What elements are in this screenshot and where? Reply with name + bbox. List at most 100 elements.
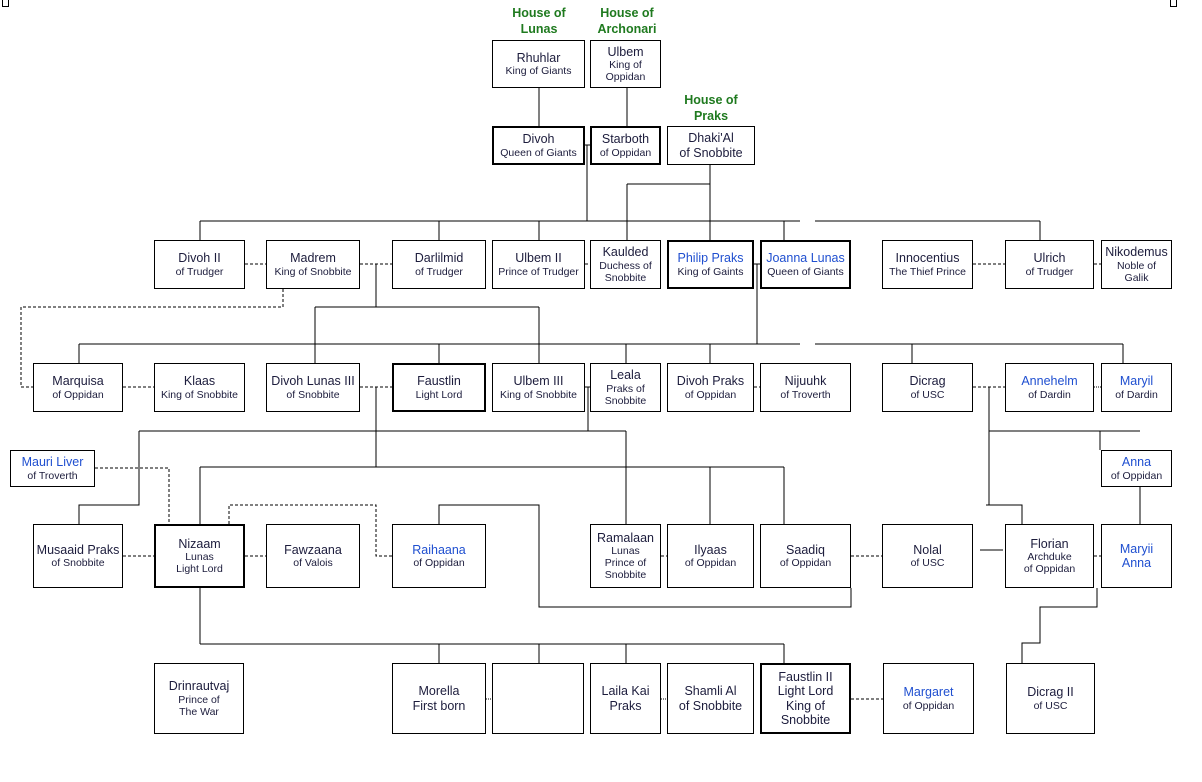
person-title: of Oppidan xyxy=(413,557,465,570)
house-label-line: Lunas xyxy=(520,22,558,36)
house-label-line: Praks xyxy=(693,109,729,123)
person-title: King of Snobbite xyxy=(160,388,239,401)
person-title: of Snobbite xyxy=(286,388,340,401)
person-title: of Trudger xyxy=(415,265,463,278)
person-name: Dicrag xyxy=(909,374,946,389)
person-title: of Trudger xyxy=(175,265,224,278)
person-name: Faustlin xyxy=(417,374,461,389)
person-title: of Oppidan xyxy=(1110,469,1163,482)
person-title: Praks xyxy=(609,698,642,713)
person-name: Ilyaas xyxy=(694,542,727,557)
person-title: of Dardin xyxy=(1028,388,1071,401)
marriage-line xyxy=(20,289,284,388)
person-box-blank[interactable] xyxy=(492,663,584,734)
person-name: Darlilmid xyxy=(414,251,464,266)
person-title: Snobbite xyxy=(604,569,647,582)
house-label-line: House of xyxy=(600,6,654,20)
person-title: of Snobbite xyxy=(51,557,105,570)
person-title: Snobbite xyxy=(780,712,831,727)
person-name: Nikodemus xyxy=(1105,245,1168,260)
person-title: Prince of Trudger xyxy=(498,265,579,278)
person-title: Praks of xyxy=(606,382,645,395)
person-name: Divoh Lunas III xyxy=(271,374,355,389)
page-corner-marker xyxy=(1170,0,1177,7)
person-name: Divoh Praks xyxy=(676,374,745,389)
person-name: Nolal xyxy=(913,542,942,557)
person-name: Nijuuhk xyxy=(784,374,827,389)
person-name: Joanna Lunas xyxy=(766,251,845,266)
person-title: King of Snobbite xyxy=(499,388,578,401)
person-name: Fawzaana xyxy=(284,542,342,557)
person-name: Ramalaan xyxy=(597,530,654,545)
person-name: Innocentius xyxy=(895,251,960,266)
person-name: Mauri Liver xyxy=(21,455,84,470)
person-name: Faustlin II xyxy=(778,669,833,684)
lineage-line xyxy=(986,504,1023,524)
person-name: Morella xyxy=(418,684,460,699)
person-title: Light Lord xyxy=(777,684,834,699)
lineage-line xyxy=(438,504,852,608)
person-title: of USC xyxy=(910,557,945,570)
person-name: Maryii xyxy=(1119,541,1154,556)
person-name: Kaulded xyxy=(602,245,649,260)
person-name: Rhuhlar xyxy=(516,50,561,65)
person-title: Galik xyxy=(1124,271,1149,284)
person-name: Annehelm xyxy=(1021,374,1078,389)
person-name: Starboth xyxy=(601,132,650,147)
person-name: Musaaid Praks xyxy=(36,542,120,557)
person-name: Marquisa xyxy=(52,374,104,389)
house-label-line: Archonari xyxy=(597,22,657,36)
person-title: of Troverth xyxy=(27,469,78,482)
person-title: Anna xyxy=(1121,556,1152,570)
house-label-archonari: House of Archonari xyxy=(572,5,682,37)
